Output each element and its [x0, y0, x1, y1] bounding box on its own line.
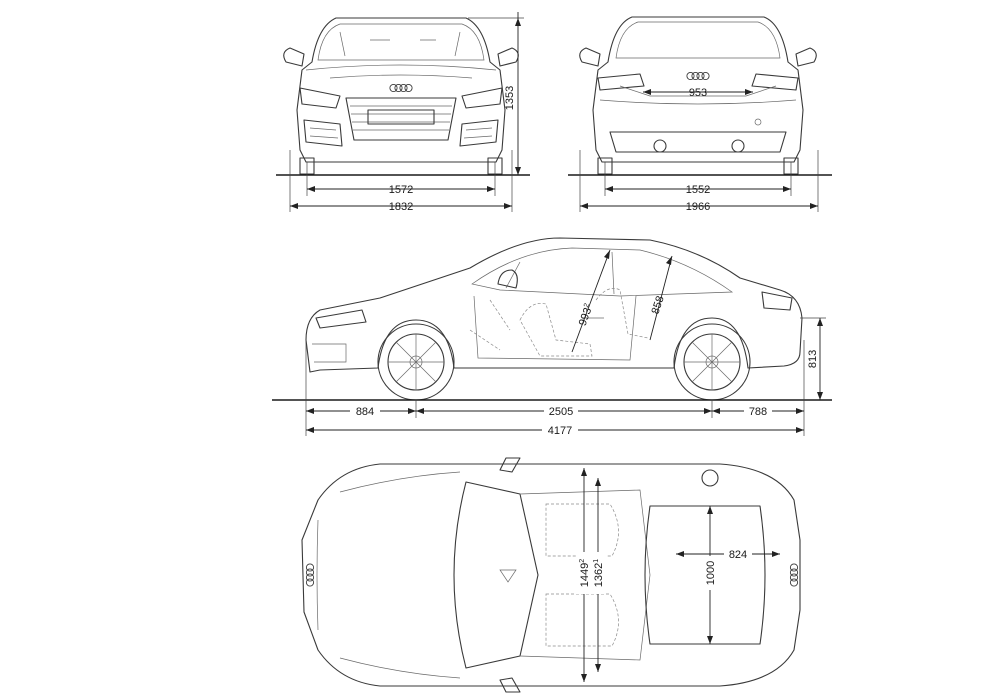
front-track-label: 1572	[389, 184, 413, 196]
rear-boot-width-label: 953	[689, 87, 707, 99]
rear-track-label: 1552	[686, 184, 710, 196]
rear-view: 953 1552 1966	[568, 16, 832, 213]
headroom-rear-label: 858	[650, 294, 667, 315]
load-sill-label: 813	[807, 350, 819, 368]
boot-length-label: 824	[729, 549, 747, 561]
rear-view-car-outline	[579, 16, 817, 175]
front-width-label: 1832	[389, 201, 413, 213]
side-view: 9932 858 813 884 2505 788 4177	[272, 237, 832, 437]
front-overhang-label: 884	[356, 406, 374, 418]
overall-length-label: 4177	[548, 425, 572, 437]
side-view-car-outline	[305, 237, 803, 401]
boot-width-label: 1000	[705, 561, 717, 585]
shoulder-rear-label: 13621	[593, 559, 605, 587]
rear-overhang-label: 788	[749, 406, 767, 418]
front-view-car-outline	[283, 17, 519, 175]
shoulder-front-label: 14492	[579, 559, 591, 587]
wheelbase-label: 2505	[549, 406, 573, 418]
rear-width-label: 1966	[686, 201, 710, 213]
headroom-front-label: 9932	[577, 302, 596, 327]
top-view-car-outline	[301, 457, 801, 693]
top-view: 14492 13621 1000 824	[301, 457, 801, 693]
front-view: 1353 1572 1832	[276, 12, 530, 213]
front-height-label: 1353	[504, 86, 516, 110]
